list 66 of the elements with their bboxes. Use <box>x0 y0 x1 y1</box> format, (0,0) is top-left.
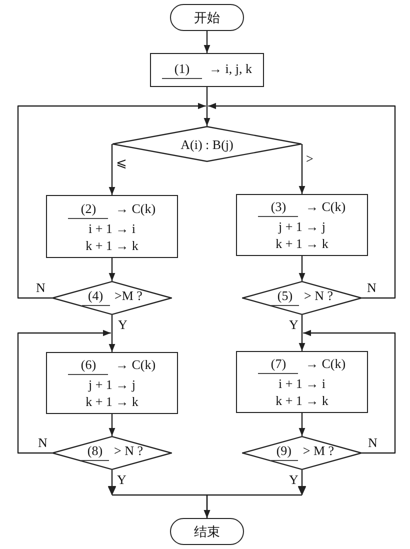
process-box <box>46 352 178 414</box>
arrow <box>108 333 116 352</box>
arrow <box>204 469 306 519</box>
blank-number: (8) <box>87 443 103 458</box>
blank-number: (4) <box>88 288 104 303</box>
arrow <box>303 330 396 454</box>
step-text: → C(k) <box>115 200 156 216</box>
blank-number: (9) <box>276 443 292 458</box>
blank-number: (5) <box>277 288 293 303</box>
arrow <box>208 102 396 299</box>
step-text: → C(k) <box>305 356 346 371</box>
blank-number: (6) <box>80 357 96 372</box>
arrow <box>204 31 210 53</box>
decision-diamond <box>52 281 172 315</box>
arrow <box>17 102 206 299</box>
connector-line <box>206 87 208 106</box>
arrow <box>298 256 306 281</box>
edge-label: Y <box>289 318 298 331</box>
condition-text: >M ? <box>114 288 142 303</box>
edge-label: Y <box>117 473 126 486</box>
blank-number: (1) <box>174 61 190 76</box>
connector-line <box>301 315 303 333</box>
arrow <box>298 144 306 194</box>
edge-label: Y <box>118 318 128 331</box>
step-text: → C(k) <box>305 199 346 214</box>
step-text: k + 1 → k <box>276 393 328 408</box>
blank-number: (2) <box>80 200 96 216</box>
step-text: j + 1 → j <box>88 377 136 392</box>
process-box <box>150 53 264 87</box>
process-box <box>236 194 368 256</box>
terminal-text: 开始 <box>194 10 220 25</box>
arrow <box>108 258 116 281</box>
edge-label: Y <box>289 473 298 486</box>
step-text: j + 1 → j <box>278 219 326 234</box>
decision-diamond <box>52 436 172 470</box>
arrow <box>108 414 116 436</box>
step-text: i + 1 → i <box>278 376 326 391</box>
edge-label: N <box>367 281 376 294</box>
edge-label: N <box>38 436 48 449</box>
process-box <box>46 195 178 258</box>
step-text: → C(k) <box>115 357 156 372</box>
condition-text: > N ? <box>114 443 143 458</box>
step-text: k + 1 → k <box>276 236 328 251</box>
arrow <box>298 333 306 351</box>
step-text: i + 1 → i <box>88 220 136 236</box>
edge-label: N <box>368 436 378 449</box>
connector-line <box>111 315 113 333</box>
arrow <box>17 330 111 454</box>
terminal-box <box>170 4 244 31</box>
arrow <box>298 413 306 436</box>
blank-number: (3) <box>270 199 286 214</box>
step-text: k + 1 → k <box>86 238 138 252</box>
decision-diamond <box>242 281 362 315</box>
arrow <box>204 106 210 126</box>
step-text: → i, j, k <box>209 61 252 76</box>
condition-text: > M ? <box>302 443 334 458</box>
blank-number: (7) <box>270 356 286 371</box>
terminal-box <box>170 518 244 545</box>
terminal-text: 结束 <box>194 524 220 539</box>
condition-text: A(i) : B(j) <box>180 136 234 152</box>
decision-diamond <box>242 436 362 470</box>
process-box <box>236 351 368 413</box>
edge-label: N <box>36 281 46 294</box>
step-text: k + 1 → k <box>86 394 138 409</box>
arrow <box>108 144 116 195</box>
condition-text: > N ? <box>304 288 333 303</box>
